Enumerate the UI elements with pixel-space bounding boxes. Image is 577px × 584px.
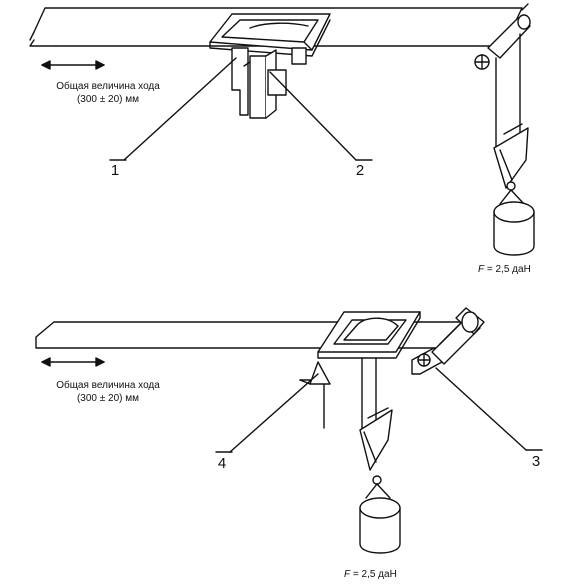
top-buckle	[209, 13, 331, 57]
top-stroke-label-line1: Общая величина хода	[56, 80, 160, 92]
callout-3: 3	[532, 453, 540, 470]
bottom-buckle-frame	[317, 311, 421, 359]
callout-2: 2	[356, 162, 364, 179]
bottom-force-symbol: F	[344, 569, 351, 580]
top-assembly	[29, 3, 535, 256]
top-force-label: F = 2,5 даН	[478, 264, 531, 275]
top-leader-2	[269, 71, 357, 161]
bottom-force-value: = 2,5 даН	[350, 569, 397, 580]
top-hanging-strap	[493, 33, 529, 191]
callout-1: 1	[111, 162, 119, 179]
top-force-value: = 2,5 даН	[484, 264, 531, 275]
bottom-weight	[359, 483, 401, 554]
bottom-assembly	[35, 307, 543, 554]
top-force-symbol: F	[478, 264, 485, 275]
top-pulley-roller	[474, 3, 531, 70]
bottom-roller-bearing	[411, 307, 485, 375]
bottom-stroke-label-line1: Общая величина хода	[56, 379, 160, 391]
top-stroke-label-line2: (300 ± 20) мм	[77, 94, 139, 105]
top-clamp-blocks	[231, 47, 307, 119]
bottom-stroke-label-line2: (300 ± 20) мм	[77, 393, 139, 404]
callout-4: 4	[218, 455, 226, 472]
top-leader-1	[123, 57, 237, 161]
bottom-force-label: F = 2,5 даН	[344, 569, 397, 580]
bottom-support-bracket	[299, 361, 331, 429]
bottom-stroke-arrow	[41, 357, 105, 367]
bottom-leader-3	[435, 367, 527, 451]
top-weight	[493, 189, 535, 256]
bottom-leader-4	[229, 373, 319, 453]
top-stroke-arrow	[41, 60, 105, 70]
bottom-hanging-strap	[359, 357, 393, 485]
